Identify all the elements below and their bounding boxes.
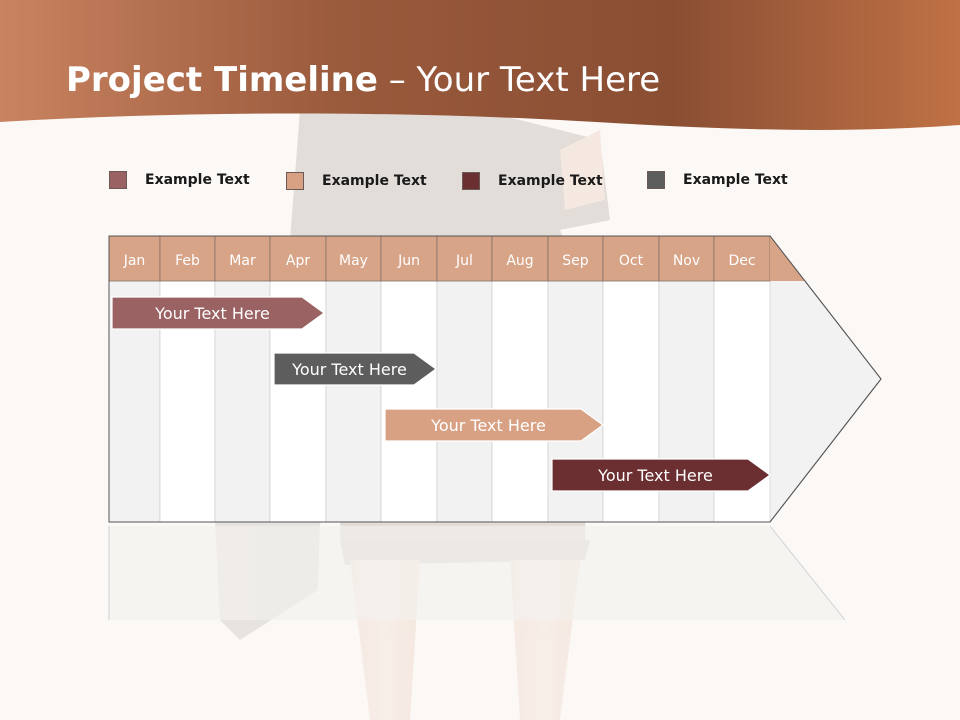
month-label: Jul <box>455 253 473 269</box>
legend-item-1: Example Text <box>109 170 250 190</box>
month-label: May <box>339 253 368 269</box>
legend-swatch <box>462 172 480 190</box>
legend-swatch <box>286 172 304 190</box>
legend-item-2: Example Text <box>286 171 427 191</box>
task-bar <box>384 408 605 442</box>
legend-label: Example Text <box>498 173 603 189</box>
month-label: Nov <box>673 253 700 269</box>
timeline-outline <box>108 235 882 523</box>
month-header-cell <box>214 235 271 282</box>
month-header-cell <box>602 235 660 282</box>
month-label: Feb <box>175 253 200 269</box>
legend-label: Example Text <box>145 172 250 188</box>
legend-label: Example Text <box>683 172 788 188</box>
month-label: Jun <box>397 253 420 269</box>
title-bold: Project Timeline <box>66 60 378 100</box>
task-bar-label: Your Text Here <box>597 466 713 485</box>
month-label: Aug <box>506 253 533 269</box>
month-header-cell <box>547 235 604 282</box>
month-column <box>325 280 382 523</box>
month-header-cell <box>713 235 771 282</box>
month-label: Jan <box>123 253 146 269</box>
month-label: Apr <box>286 253 310 269</box>
task-bar-label: Your Text Here <box>291 360 407 379</box>
month-column <box>491 280 549 523</box>
month-header-cell <box>436 235 493 282</box>
month-label: Dec <box>728 253 755 269</box>
legend-swatch <box>109 171 127 189</box>
task-bar <box>273 352 438 386</box>
timeline-reflection <box>109 526 845 620</box>
month-header-cell <box>159 235 216 282</box>
task-bar-label: Your Text Here <box>154 304 270 323</box>
month-label: Mar <box>229 253 256 269</box>
month-header-cell <box>658 235 715 282</box>
legend-item-4: Example Text <box>647 170 788 190</box>
task-bar <box>111 296 326 330</box>
title-banner <box>0 0 960 130</box>
task-bar <box>551 458 772 492</box>
month-header-cell <box>108 235 161 282</box>
legend-item-3: Example Text <box>462 171 603 191</box>
page-title: Project Timeline – Your Text Here <box>66 60 660 100</box>
title-rest: – Your Text Here <box>377 60 661 100</box>
month-label: Oct <box>619 253 644 269</box>
month-header-cell <box>325 235 382 282</box>
month-column <box>436 280 493 523</box>
task-bar-label: Your Text Here <box>430 416 546 435</box>
month-column <box>380 280 438 523</box>
reflection-edge <box>769 525 846 621</box>
legend-swatch <box>647 171 665 189</box>
legend-label: Example Text <box>322 173 427 189</box>
month-header-cell <box>491 235 549 282</box>
month-header-cell <box>380 235 438 282</box>
month-label: Sep <box>562 253 589 269</box>
